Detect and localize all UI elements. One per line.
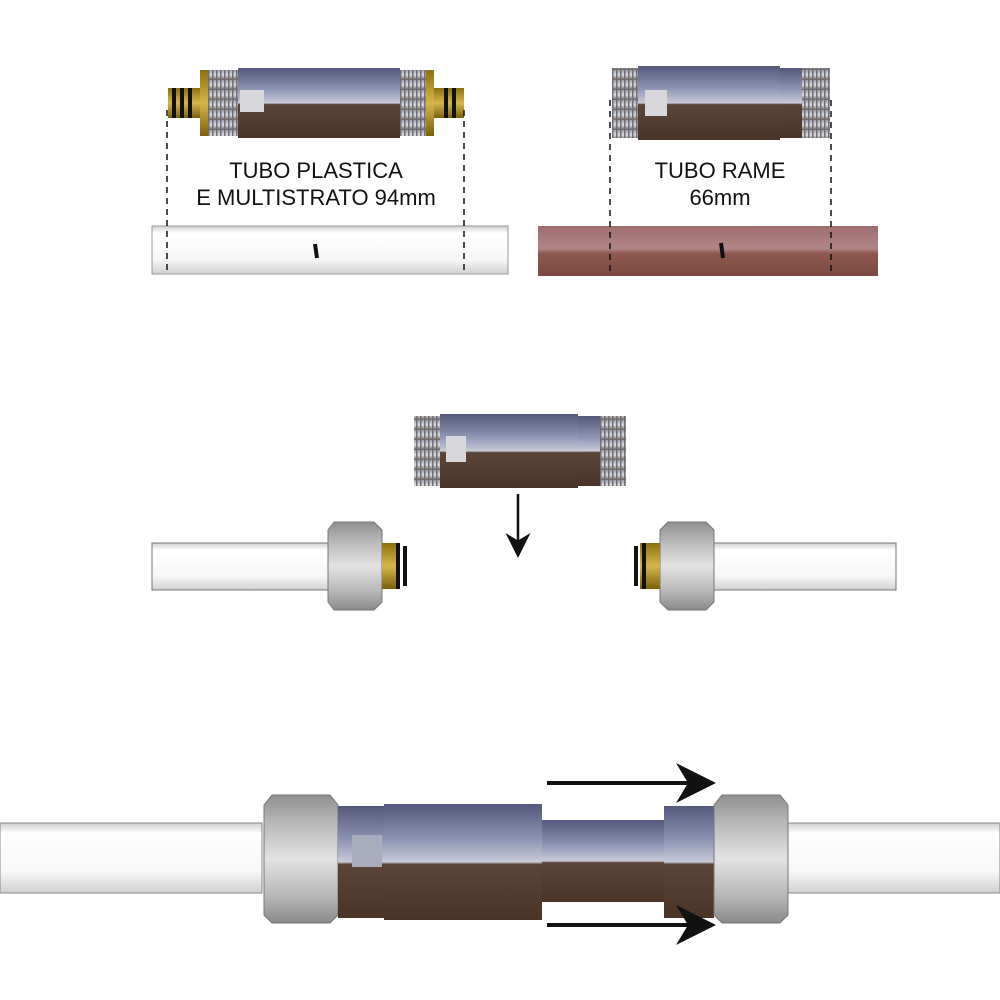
pipe-left: [0, 822, 263, 894]
left-pipe-end: [151, 521, 407, 611]
step3-assembly: [0, 763, 1000, 945]
copper-label-line2: 66mm: [689, 185, 751, 210]
plastic-label-line1: TUBO PLASTICA: [229, 158, 403, 183]
plastic-label-line2: E MULTISTRATO 94mm: [196, 185, 436, 210]
plastic-label: TUBO PLASTICA E MULTISTRATO 94mm: [168, 157, 464, 211]
copper-label-line1: TUBO RAME: [654, 158, 786, 183]
step2-assembly: [151, 414, 897, 611]
nut-right: [713, 794, 789, 924]
plastic-pipe-panel: [151, 68, 509, 275]
plastic-pipe: [151, 225, 509, 275]
right-pipe-end: [634, 521, 897, 611]
nut-left: [263, 794, 339, 924]
pipe-mark: [313, 243, 319, 259]
copper-pipe: [538, 226, 878, 276]
plastic-coupling: [168, 68, 464, 138]
copper-coupling: [612, 66, 830, 140]
loose-coupling: [414, 414, 626, 488]
pipe-right: [784, 822, 1000, 894]
copper-label: TUBO RAME 66mm: [612, 157, 828, 211]
copper-pipe-panel: [538, 66, 878, 276]
pipe-mark: [719, 242, 725, 259]
